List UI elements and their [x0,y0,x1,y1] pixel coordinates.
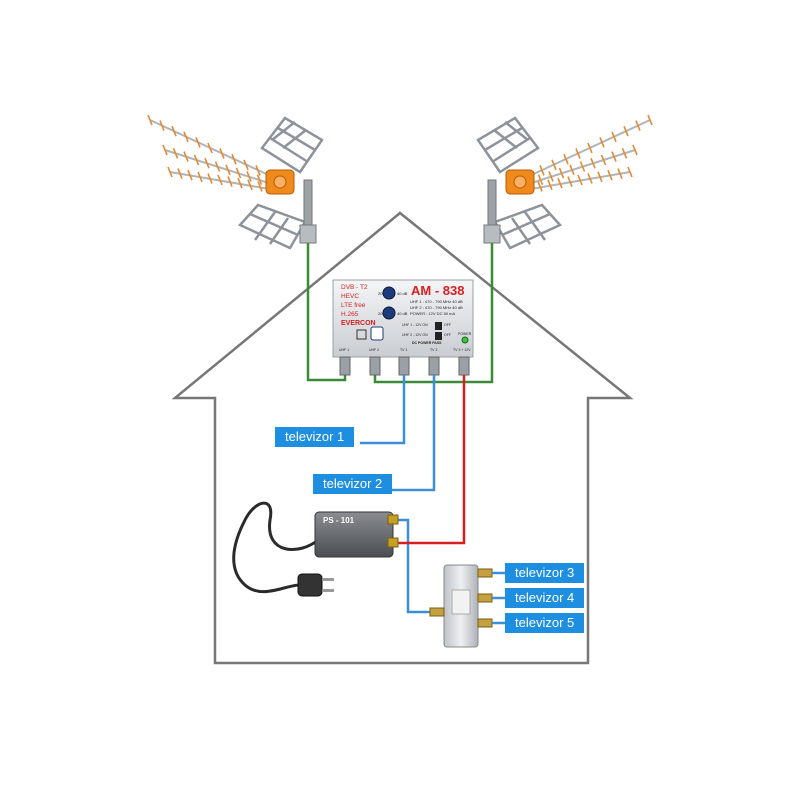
amp-feature-4: H.265 [341,311,359,318]
power-supply-label: PS - 101 [323,516,355,525]
amp-switch-uhf1: UHF 1 - 12V ON [402,323,428,327]
amp-dc-power: DC POWER PASS [412,341,442,345]
tv-label-5: televizor 5 [505,613,585,633]
tv-label-3: televizor 3 [505,563,585,583]
power-cord [232,501,319,594]
amp-switch-off-1: OFF [444,323,451,327]
amp-port-tv3: TV 3 + 12V [453,348,471,352]
cable-blue [360,375,436,614]
cable-red [392,375,466,545]
amp-feature-1: DVB - T2 [341,284,368,291]
amplifier-am-838 [332,279,474,376]
right-antenna [476,114,653,250]
amp-spec-power: POWER : 12V DC 50 mA [410,311,456,316]
amp-knob2-min: 20 [378,311,383,316]
amp-port-tv2: TV 2 [430,348,438,352]
amp-spec-uhf2: UHF 2 : 470 - 790 MHz 40 dB [410,305,463,310]
left-antenna [147,114,324,250]
amp-feature-3: LTE free [341,302,366,309]
tv-label-4: televizor 4 [505,588,585,608]
splitter [429,564,493,648]
amp-port-uhf1: UHF 1 [339,348,350,352]
amp-power-label: POWER [458,332,472,336]
amp-port-uhf2: UHF 2 [369,348,380,352]
amp-brand: EVERCON [341,320,376,327]
tv-label-2: televizor 2 [313,474,393,494]
power-plug [297,573,334,597]
amp-port-tv1: TV 1 [400,348,408,352]
amp-model: AM - 838 [411,283,465,298]
amp-spec-uhf1: UHF 1 : 470 - 790 MHz 40 dB [410,299,463,304]
amp-knob1-max: 40 dB [397,291,408,296]
amp-knob2-max: 40 dB [397,311,408,316]
power-supply-ps-101 [314,511,399,558]
amp-knob1-min: 20 [378,291,383,296]
amp-switch-uhf2: UHF 2 - 12V ON [402,333,428,337]
amp-feature-2: HEVC [341,293,360,300]
house-outline [171,211,634,665]
amp-switch-off-2: OFF [444,333,451,337]
tv-label-1: televizor 1 [275,427,355,447]
cable-blue-outputs [492,571,505,625]
